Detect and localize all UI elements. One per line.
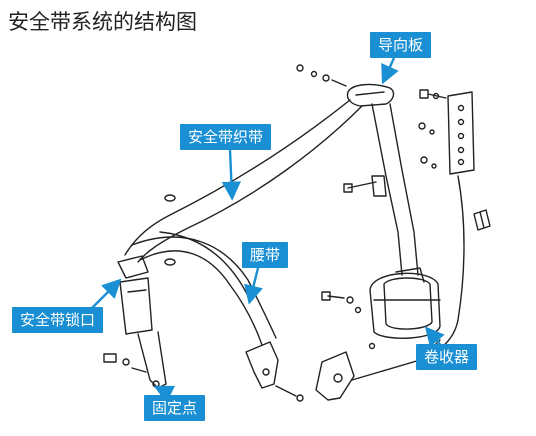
- height-adjuster-rail: [447, 91, 475, 175]
- anchor-bolt-left: [103, 353, 147, 373]
- arrow-webbing: [221, 149, 241, 201]
- small-button: [164, 194, 176, 266]
- arrow-lap-belt: [244, 267, 263, 305]
- lap-anchor-plate: [245, 341, 304, 402]
- label-webbing: 安全带织带: [180, 124, 272, 150]
- arrow-retractor: [424, 326, 445, 348]
- shoulder-webbing: [124, 99, 363, 263]
- lap-belt-part: [131, 231, 277, 346]
- label-retractor: 卷收器: [416, 344, 478, 370]
- guide-plate-part: [346, 83, 395, 107]
- label-anchor: 固定点: [144, 395, 206, 421]
- arrow-buckle: [91, 278, 122, 309]
- label-buckle: 安全带锁口: [12, 307, 104, 333]
- retractor-body: [369, 267, 441, 339]
- vertical-webbing: [371, 103, 419, 276]
- diagram-title: 安全带系统的结构图: [8, 10, 197, 34]
- adjuster-cable: [429, 175, 465, 355]
- top-bolts: [296, 64, 447, 169]
- arrow-guide-plate: [381, 57, 399, 85]
- clip-part: [473, 209, 491, 231]
- arrow-anchor: [153, 385, 176, 404]
- callout-arrows: [91, 57, 445, 404]
- buckle-tongue: [117, 255, 149, 279]
- retractor-bolts: [321, 291, 376, 350]
- mid-bolt: [343, 175, 387, 197]
- label-guide-plate: 导向板: [370, 32, 432, 58]
- label-lap-belt: 腰带: [242, 242, 289, 268]
